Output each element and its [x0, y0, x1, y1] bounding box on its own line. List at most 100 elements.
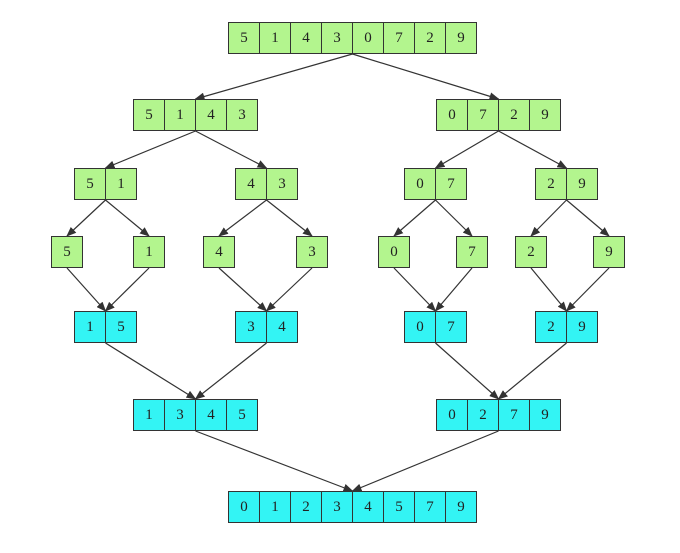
split-array-rll: 0: [378, 236, 410, 268]
arrow-lrl-to-m_lr: [218, 267, 268, 312]
array-cell: 9: [445, 22, 477, 54]
arrow-l-to-ll: [104, 130, 196, 169]
array-cell: 7: [498, 399, 530, 431]
split-array-lrl: 4: [203, 236, 235, 268]
array-cell: 2: [535, 311, 567, 343]
array-cell: 0: [352, 22, 384, 54]
arrow-m_rr-to-m_r: [497, 342, 567, 400]
array-cell: 5: [105, 311, 137, 343]
arrow-m_rl-to-m_r: [435, 342, 500, 400]
array-cell: 3: [235, 311, 267, 343]
array-cell: 4: [203, 236, 235, 268]
array-cell: 3: [164, 399, 196, 431]
array-cell: 4: [352, 491, 384, 523]
arrow-root-to-r: [352, 53, 500, 101]
arrow-rl-to-rll: [393, 199, 436, 237]
array-cell: 2: [414, 22, 446, 54]
split-array-rrl: 2: [515, 236, 547, 268]
array-cell: 2: [290, 491, 322, 523]
array-cell: 3: [321, 22, 353, 54]
array-cell: 7: [435, 311, 467, 343]
array-cell: 2: [535, 168, 567, 200]
array-cell: 1: [164, 99, 196, 131]
array-cell: 4: [195, 99, 227, 131]
array-cell: 9: [566, 311, 598, 343]
array-cell: 0: [404, 168, 436, 200]
split-array-rrr: 9: [593, 236, 625, 268]
array-cell: 7: [467, 99, 499, 131]
array-cell: 1: [133, 399, 165, 431]
arrow-rr-to-rrr: [566, 199, 610, 237]
array-cell: 9: [529, 99, 561, 131]
split-array-lrr: 3: [296, 236, 328, 268]
split-array-rlr: 7: [456, 236, 488, 268]
arrow-lll-to-m_ll: [66, 267, 107, 312]
array-cell: 1: [133, 236, 165, 268]
array-cell: 0: [436, 99, 468, 131]
array-cell: 2: [467, 399, 499, 431]
array-cell: 7: [456, 236, 488, 268]
array-cell: 3: [321, 491, 353, 523]
arrow-lrr-to-m_lr: [265, 267, 313, 312]
array-cell: 0: [228, 491, 260, 523]
arrow-l-to-lr: [195, 130, 268, 169]
arrow-rll-to-m_rl: [393, 267, 437, 312]
array-cell: 4: [266, 311, 298, 343]
array-cell: 4: [235, 168, 267, 200]
arrow-r-to-rl: [434, 130, 499, 169]
array-cell: 1: [74, 311, 106, 343]
arrow-r-to-rr: [498, 130, 568, 169]
arrow-rr-to-rrl: [530, 199, 567, 237]
array-cell: 1: [259, 22, 291, 54]
arrow-root-to-l: [194, 53, 353, 101]
array-cell: 5: [228, 22, 260, 54]
arrow-ll-to-lll: [66, 199, 106, 237]
arrow-llr-to-m_ll: [104, 267, 150, 312]
array-cell: 7: [383, 22, 415, 54]
array-cell: 4: [195, 399, 227, 431]
array-cell: 2: [498, 99, 530, 131]
arrow-lr-to-lrl: [218, 199, 267, 237]
array-cell: 9: [566, 168, 598, 200]
arrow-lr-to-lrr: [266, 199, 313, 237]
arrow-rrl-to-m_rr: [530, 267, 568, 312]
arrow-m_ll-to-m_l: [105, 342, 197, 400]
arrow-m_l-to-m_root: [195, 430, 354, 492]
arrow-rrr-to-m_rr: [565, 267, 610, 312]
array-cell: 1: [105, 168, 137, 200]
array-cell: 9: [445, 491, 477, 523]
array-cell: 5: [74, 168, 106, 200]
array-cell: 5: [226, 399, 258, 431]
array-cell: 1: [259, 491, 291, 523]
array-cell: 7: [435, 168, 467, 200]
arrow-m_lr-to-m_l: [194, 342, 267, 400]
arrow-ll-to-llr: [105, 199, 150, 237]
array-cell: 3: [226, 99, 258, 131]
array-cell: 0: [404, 311, 436, 343]
array-cell: 9: [529, 399, 561, 431]
arrow-rlr-to-m_rl: [434, 267, 473, 312]
array-cell: 4: [290, 22, 322, 54]
array-cell: 7: [414, 491, 446, 523]
array-cell: 0: [378, 236, 410, 268]
array-cell: 2: [515, 236, 547, 268]
array-cell: 3: [266, 168, 298, 200]
array-cell: 0: [436, 399, 468, 431]
array-cell: 5: [133, 99, 165, 131]
split-array-llr: 1: [133, 236, 165, 268]
